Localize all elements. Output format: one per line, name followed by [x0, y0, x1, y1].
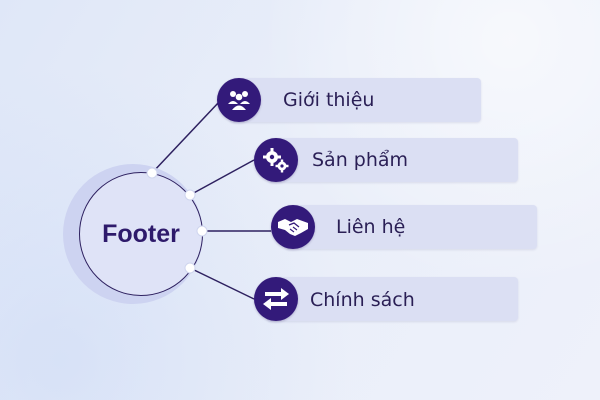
item-label: Sản phẩm [312, 149, 409, 171]
hub-title: Footer [102, 219, 180, 248]
connector-dot [184, 262, 196, 274]
handshake-icon [271, 205, 315, 249]
connector-dot [196, 225, 208, 237]
item-label: Liên hệ [336, 216, 406, 238]
connector-line [189, 267, 255, 300]
item-san-pham[interactable] [268, 138, 518, 182]
exchange-arrows-icon [254, 277, 298, 321]
connector-dot [184, 189, 196, 201]
gears-icon [254, 138, 298, 182]
connector-dot [146, 167, 158, 179]
item-label: Chính sách [310, 289, 415, 311]
item-lien-he[interactable] [285, 205, 537, 249]
connector-line [151, 101, 220, 174]
item-chinh-sach[interactable] [267, 277, 518, 321]
item-label: Giới thiệu [283, 89, 375, 111]
item-gioi-thieu[interactable] [230, 78, 481, 122]
connector-line [189, 159, 255, 196]
team-icon [217, 78, 261, 122]
